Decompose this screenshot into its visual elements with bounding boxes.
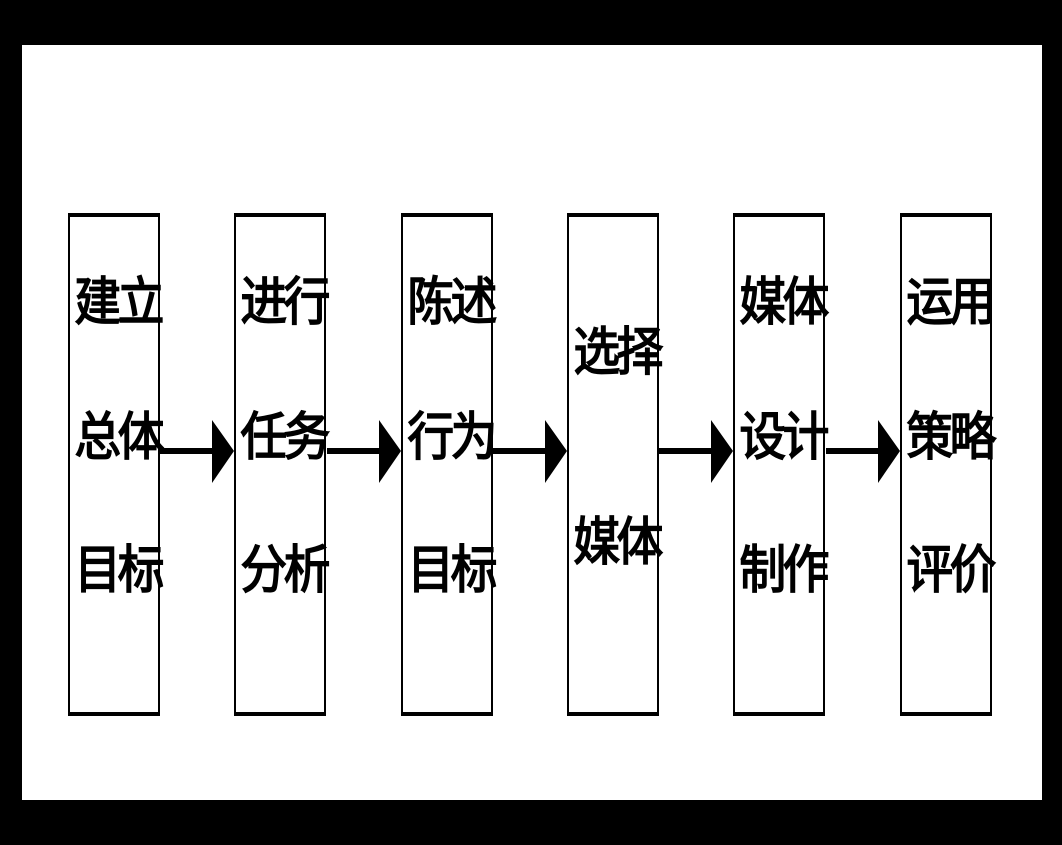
step-label-line: 进行 bbox=[240, 273, 330, 333]
step-label-line: 建立 bbox=[74, 273, 164, 333]
step-label-line: 总体 bbox=[74, 408, 164, 468]
step-label-line: 行为 bbox=[407, 408, 497, 468]
arrow-right-icon bbox=[826, 420, 900, 483]
step-box-evaluate: 运用 策略 评价 bbox=[900, 213, 996, 716]
step-label-line: 评价 bbox=[906, 541, 996, 601]
step-label-line: 媒体 bbox=[739, 273, 829, 333]
step-label-line: 陈述 bbox=[407, 273, 497, 333]
arrow-right-icon bbox=[327, 420, 401, 483]
step-label-line: 任务 bbox=[240, 408, 330, 468]
step-label-line: 分析 bbox=[240, 541, 330, 601]
step-box-goal: 建立 总体 目标 bbox=[68, 213, 164, 716]
step-label-line: 目标 bbox=[74, 541, 164, 601]
step-label-line: 运用 bbox=[906, 273, 996, 333]
step-label-line: 选择 bbox=[573, 323, 663, 383]
step-box-task: 进行 任务 分析 bbox=[234, 213, 330, 716]
arrow-right-icon bbox=[659, 420, 733, 483]
step-label-line: 媒体 bbox=[573, 513, 663, 573]
step-label-line: 制作 bbox=[739, 541, 829, 601]
step-box-design: 媒体 设计 制作 bbox=[733, 213, 829, 716]
step-label-line: 目标 bbox=[407, 541, 497, 601]
step-label-line: 设计 bbox=[739, 408, 829, 468]
step-box-behavior: 陈述 行为 目标 bbox=[401, 213, 497, 716]
step-label-line: 策略 bbox=[906, 408, 996, 468]
diagram-canvas: 建立 总体 目标 进行 任务 分析 陈述 行为 目标 选择 媒体 媒体 设计 制… bbox=[22, 45, 1042, 800]
arrow-right-icon bbox=[493, 420, 567, 483]
arrow-right-icon bbox=[160, 420, 234, 483]
step-box-media: 选择 媒体 bbox=[567, 213, 663, 716]
